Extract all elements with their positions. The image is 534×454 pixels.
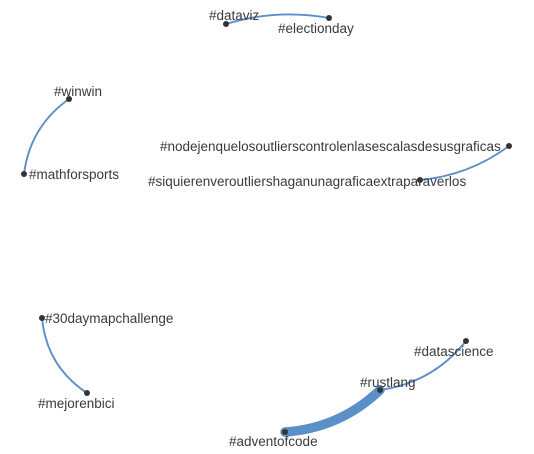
node-dataviz [223, 21, 229, 27]
node-electionday [326, 15, 332, 21]
edges-layer [23, 13, 510, 437]
node-30daymap [39, 315, 45, 321]
edge-winwin-mathforsports [23, 98, 70, 175]
node-label-electionday: #electionday [278, 21, 354, 36]
edge-datascience-rustlang [379, 340, 467, 391]
edge-30daymap-mejorenbici [41, 317, 88, 394]
node-siquieren [417, 177, 423, 183]
node-rustlang [377, 387, 383, 393]
node-label-mejorenbici: #mejorenbici [38, 396, 115, 411]
labels-layer: #dataviz #electionday #winwin #mathforsport… [29, 8, 501, 449]
edge-rustlang-adventofcode [280, 385, 385, 437]
node-adventofcode [282, 429, 288, 435]
node-label-mathforsports: #mathforsports [29, 167, 119, 182]
node-label-rustlang: #rustlang [360, 375, 416, 390]
node-datascience [463, 338, 469, 344]
node-label-nodejen: #nodejenquelosoutlierscontrolenlasescala… [160, 139, 501, 154]
node-nodejen [506, 143, 512, 149]
node-label-adventofcode: #adventofcode [229, 434, 318, 449]
node-label-winwin: #winwin [54, 84, 102, 99]
edge-nodejen-siquieren [419, 145, 510, 181]
node-label-siquieren: #siquierenveroutliershaganunagraficaextr… [148, 174, 466, 189]
edge-dataviz-electionday [225, 13, 330, 25]
node-label-dataviz: #dataviz [209, 8, 260, 23]
node-winwin [66, 96, 72, 102]
node-mejorenbici [84, 390, 90, 396]
node-label-datascience: #datascience [414, 344, 494, 359]
node-mathforsports [21, 171, 27, 177]
node-label-30daymap: #30daymapchallenge [45, 311, 173, 326]
nodes-layer [21, 15, 512, 435]
